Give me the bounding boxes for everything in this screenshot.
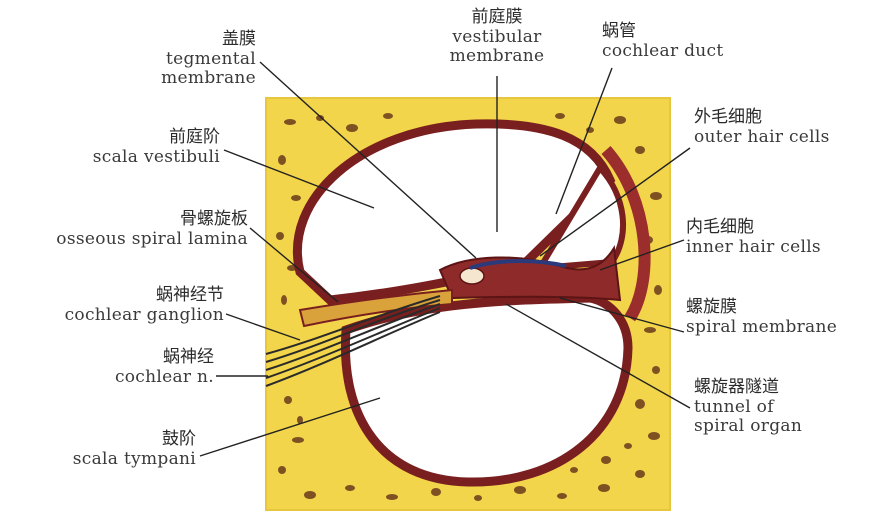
tunnel-of-spiral-organ bbox=[460, 268, 484, 284]
label-cochlear-n-en: cochlear n. bbox=[100, 368, 214, 388]
label-inner-hair-cells: 内毛细胞 inner hair cells bbox=[686, 218, 821, 257]
label-osseous-zh: 骨螺旋板 bbox=[4, 210, 248, 230]
label-tegmental-zh: 盖膜 bbox=[120, 30, 256, 50]
label-scala-vestibuli-zh: 前庭阶 bbox=[40, 128, 220, 148]
label-vestibular-membrane: 前庭膜 vestibular membrane bbox=[432, 8, 562, 67]
label-tunnel-en1: tunnel of bbox=[694, 398, 802, 418]
label-cochlear-nerve: 蜗神经 cochlear n. bbox=[100, 348, 214, 387]
label-ganglion-zh: 蜗神经节 bbox=[30, 286, 224, 306]
label-outer-hair-cells: 外毛细胞 outer hair cells bbox=[694, 108, 830, 147]
label-inner-hair-en: inner hair cells bbox=[686, 238, 821, 258]
label-ganglion-en: cochlear ganglion bbox=[30, 306, 224, 326]
label-tegmental-en2: membrane bbox=[120, 69, 256, 89]
label-tunnel-of-spiral-organ: 螺旋器隧道 tunnel of spiral organ bbox=[694, 378, 802, 437]
label-tunnel-zh: 螺旋器隧道 bbox=[694, 378, 802, 398]
label-vestibular-zh: 前庭膜 bbox=[432, 8, 562, 28]
label-spiral-membrane-en: spiral membrane bbox=[686, 318, 837, 338]
label-cochlear-duct-zh: 蜗管 bbox=[602, 22, 723, 42]
label-scala-vestibuli-en: scala vestibuli bbox=[40, 148, 220, 168]
label-cochlear-duct-en: cochlear duct bbox=[602, 42, 723, 62]
label-spiral-membrane: 螺旋膜 spiral membrane bbox=[686, 298, 837, 337]
label-inner-hair-zh: 内毛细胞 bbox=[686, 218, 821, 238]
label-cochlear-n-zh: 蜗神经 bbox=[100, 348, 214, 368]
label-outer-hair-zh: 外毛细胞 bbox=[694, 108, 830, 128]
label-osseous-en: osseous spiral lamina bbox=[4, 230, 248, 250]
label-scala-tympani-en: scala tympani bbox=[40, 450, 196, 470]
label-spiral-membrane-zh: 螺旋膜 bbox=[686, 298, 837, 318]
label-scala-tympani: 鼓阶 scala tympani bbox=[40, 430, 196, 469]
label-cochlear-duct: 蜗管 cochlear duct bbox=[602, 22, 723, 61]
label-cochlear-ganglion: 蜗神经节 cochlear ganglion bbox=[30, 286, 224, 325]
label-vestibular-en2: membrane bbox=[432, 47, 562, 67]
label-osseous-spiral-lamina: 骨螺旋板 osseous spiral lamina bbox=[4, 210, 248, 249]
label-tegmental-en1: tegmental bbox=[120, 50, 256, 70]
label-scala-vestibuli: 前庭阶 scala vestibuli bbox=[40, 128, 220, 167]
label-tunnel-en2: spiral organ bbox=[694, 417, 802, 437]
label-outer-hair-en: outer hair cells bbox=[694, 128, 830, 148]
label-scala-tympani-zh: 鼓阶 bbox=[40, 430, 196, 450]
label-tegmental-membrane: 盖膜 tegmental membrane bbox=[120, 30, 256, 89]
label-vestibular-en1: vestibular bbox=[432, 28, 562, 48]
